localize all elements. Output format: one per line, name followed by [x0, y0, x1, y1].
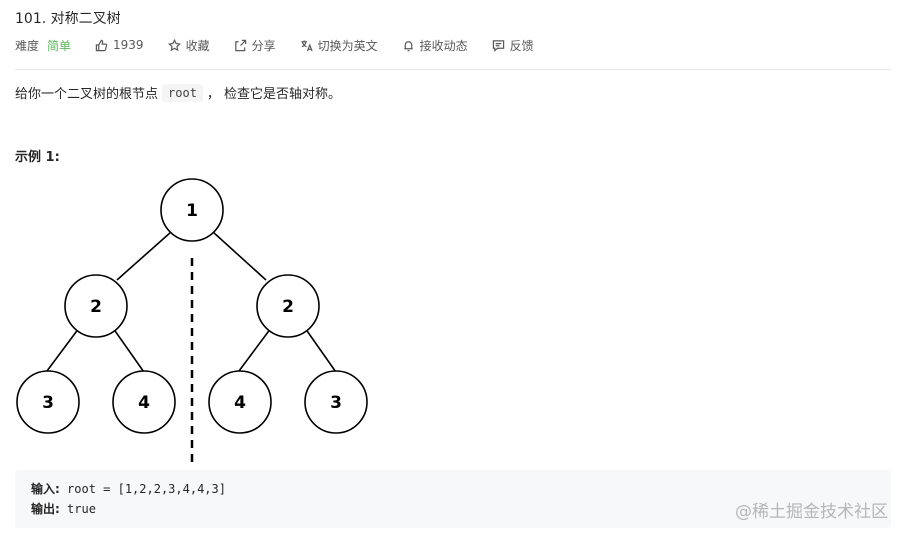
difficulty: 难度 简单	[15, 37, 71, 54]
star-icon	[167, 38, 181, 51]
tree-node-label: 3	[42, 393, 54, 413]
tree-node-label: 2	[282, 297, 294, 317]
example-title: 示例 1:	[15, 150, 60, 165]
tree-node-circle	[16, 370, 80, 434]
problem-title: 101. 对称二叉树	[15, 11, 121, 27]
thumbs-up-icon	[95, 39, 108, 51]
tree-edge	[112, 327, 147, 376]
output-value: true	[59, 502, 96, 516]
tree-node-circle	[64, 274, 128, 338]
share-label: 分享	[251, 38, 276, 53]
feedback-icon	[492, 39, 504, 52]
switch-language-button[interactable]: 切换为英文	[300, 37, 378, 54]
tree-node-label: 4	[138, 393, 150, 413]
tree-node-label: 3	[330, 393, 342, 413]
tree-node-circle	[112, 370, 176, 434]
description-code: root	[162, 83, 203, 102]
notify-button[interactable]: 接收动态	[402, 37, 468, 54]
input-value: root = [1,2,2,3,4,4,3]	[59, 482, 226, 496]
watermark: @稀土掘金技术社区	[735, 502, 888, 522]
header-divider	[15, 69, 891, 70]
share-icon	[234, 39, 246, 51]
difficulty-value: 简单	[47, 38, 72, 53]
example-output: 输出: true	[31, 500, 96, 517]
description-text-after: ， 检查它是否轴对称。	[206, 87, 342, 102]
tree-diagram: 1 2 2 3 4 4 3	[16, 178, 368, 468]
tree-edge	[116, 231, 172, 281]
tree-edge	[235, 327, 272, 376]
difficulty-label: 难度	[15, 38, 40, 53]
description-text-before: 给你一个二叉树的根节点	[15, 87, 159, 102]
tree-node-label: 4	[234, 393, 246, 413]
problem-toolbar: 难度 简单 1939 收藏 分享 切换为英文 接收动态 反馈	[15, 36, 558, 54]
tree-node-label: 2	[90, 297, 102, 317]
tree-edge	[212, 231, 267, 281]
feedback-button[interactable]: 反馈	[492, 37, 534, 54]
example-block: 输入: root = [1,2,2,3,4,4,3] 输出: true	[15, 470, 891, 528]
output-label: 输出:	[31, 502, 60, 516]
share-button[interactable]: 分享	[234, 37, 276, 54]
tree-node-circle	[256, 274, 320, 338]
tree-edge	[43, 327, 80, 376]
switch-language-label: 切换为英文	[317, 38, 378, 53]
tree-node-circle	[208, 370, 272, 434]
tree-node-label: 1	[186, 201, 198, 221]
favorite-button[interactable]: 收藏	[167, 37, 210, 54]
tree-node-circle	[304, 370, 368, 434]
like-count: 1939	[113, 38, 144, 52]
tree-edge	[304, 327, 339, 376]
feedback-label: 反馈	[509, 38, 534, 53]
input-label: 输入:	[31, 482, 60, 496]
bell-icon	[403, 40, 413, 51]
problem-description: 给你一个二叉树的根节点 root ， 检查它是否轴对称。	[15, 83, 341, 102]
example-input: 输入: root = [1,2,2,3,4,4,3]	[31, 480, 226, 497]
favorite-label: 收藏	[185, 38, 210, 53]
like-button[interactable]: 1939	[95, 38, 144, 52]
tree-node-circle	[160, 178, 224, 242]
notify-label: 接收动态	[419, 38, 468, 53]
translate-icon	[301, 39, 313, 51]
